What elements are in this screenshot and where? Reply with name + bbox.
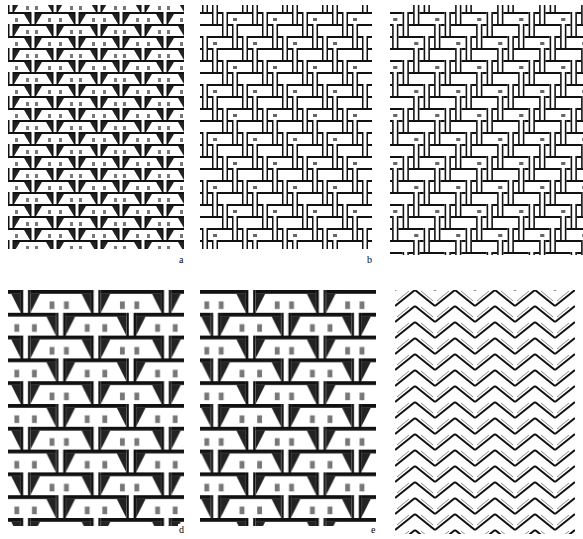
plain-weave: [8, 290, 184, 526]
plain-weave: [200, 290, 376, 526]
herringbone-weave: [395, 290, 575, 534]
panel-letter: d: [178, 524, 185, 535]
panel-letter: a: [178, 254, 184, 265]
panel-letter: b: [366, 254, 373, 265]
plain-weave: [8, 5, 184, 249]
panel-letter-holder: e: [370, 519, 376, 537]
panel-letter-holder: a: [178, 249, 184, 267]
twill-weave: [200, 5, 372, 249]
panel-letter-holder: b: [366, 249, 373, 267]
panel-letter: e: [370, 524, 376, 535]
panel-letter-holder: d: [178, 519, 185, 537]
twill-weave: [390, 5, 583, 255]
